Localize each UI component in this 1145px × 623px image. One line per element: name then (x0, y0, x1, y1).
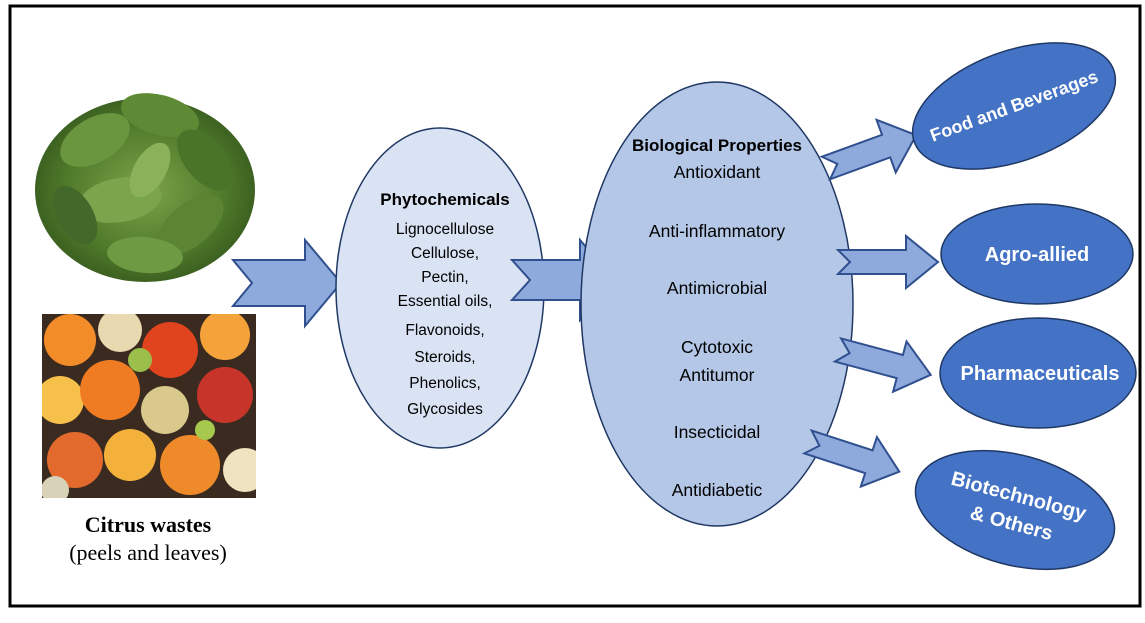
citrus-peels-photo (42, 314, 256, 498)
arrow-to-biotechnology (801, 428, 901, 489)
phytochemical-item: Phenolics, (409, 375, 481, 392)
phytochemical-item: Lignocellulose (396, 221, 494, 238)
biological-properties-ellipse (580, 81, 854, 527)
biological-property-item: Cytotoxic (681, 337, 753, 357)
pharmaceuticals-ellipse (939, 317, 1137, 429)
biological-property-item: Antitumor (680, 365, 755, 385)
biological-property-item: Insecticidal (674, 422, 761, 442)
phytochemical-item: Pectin, (421, 269, 468, 286)
biological-properties-title: Biological Properties (632, 136, 802, 155)
phytochemicals-title: Phytochemicals (380, 190, 509, 209)
source-title: Citrus wastes (85, 512, 212, 537)
food-and-beverages-ellipse (911, 42, 1117, 170)
phytochemicals-list: Lignocellulose Cellulose, Pectin, Essent… (396, 221, 494, 418)
source-subtitle: (peels and leaves) (69, 540, 227, 565)
phytochemical-item: Cellulose, (411, 245, 479, 262)
phytochemical-item: Glycosides (407, 401, 483, 418)
phytochemicals-ellipse (335, 127, 545, 449)
biological-property-item: Antidiabetic (672, 480, 763, 500)
agro-allied-label: Agro-allied (985, 244, 1089, 266)
citrus-leaves-photo (35, 93, 255, 282)
phytochemical-item: Steroids, (414, 349, 475, 366)
arrow-to-pharmaceuticals (832, 336, 933, 394)
phytochemical-item: Essential oils, (398, 293, 493, 310)
biological-property-item: Anti-inflammatory (649, 221, 785, 241)
biotechnology-ellipse (914, 449, 1116, 571)
biological-property-item: Antimicrobial (667, 278, 767, 298)
biological-properties-list: Antioxidant Anti-inflammatory Antimicrob… (649, 162, 785, 500)
biological-property-item: Antioxidant (674, 162, 761, 182)
arrow-source-to-phytochemicals (230, 237, 343, 329)
arrow-to-agro-allied (835, 233, 940, 291)
pharmaceuticals-label: Pharmaceuticals (961, 363, 1120, 385)
agro-allied-ellipse (940, 203, 1134, 305)
phytochemical-item: Flavonoids, (405, 322, 484, 339)
arrow-to-food-and-beverages (819, 118, 918, 182)
